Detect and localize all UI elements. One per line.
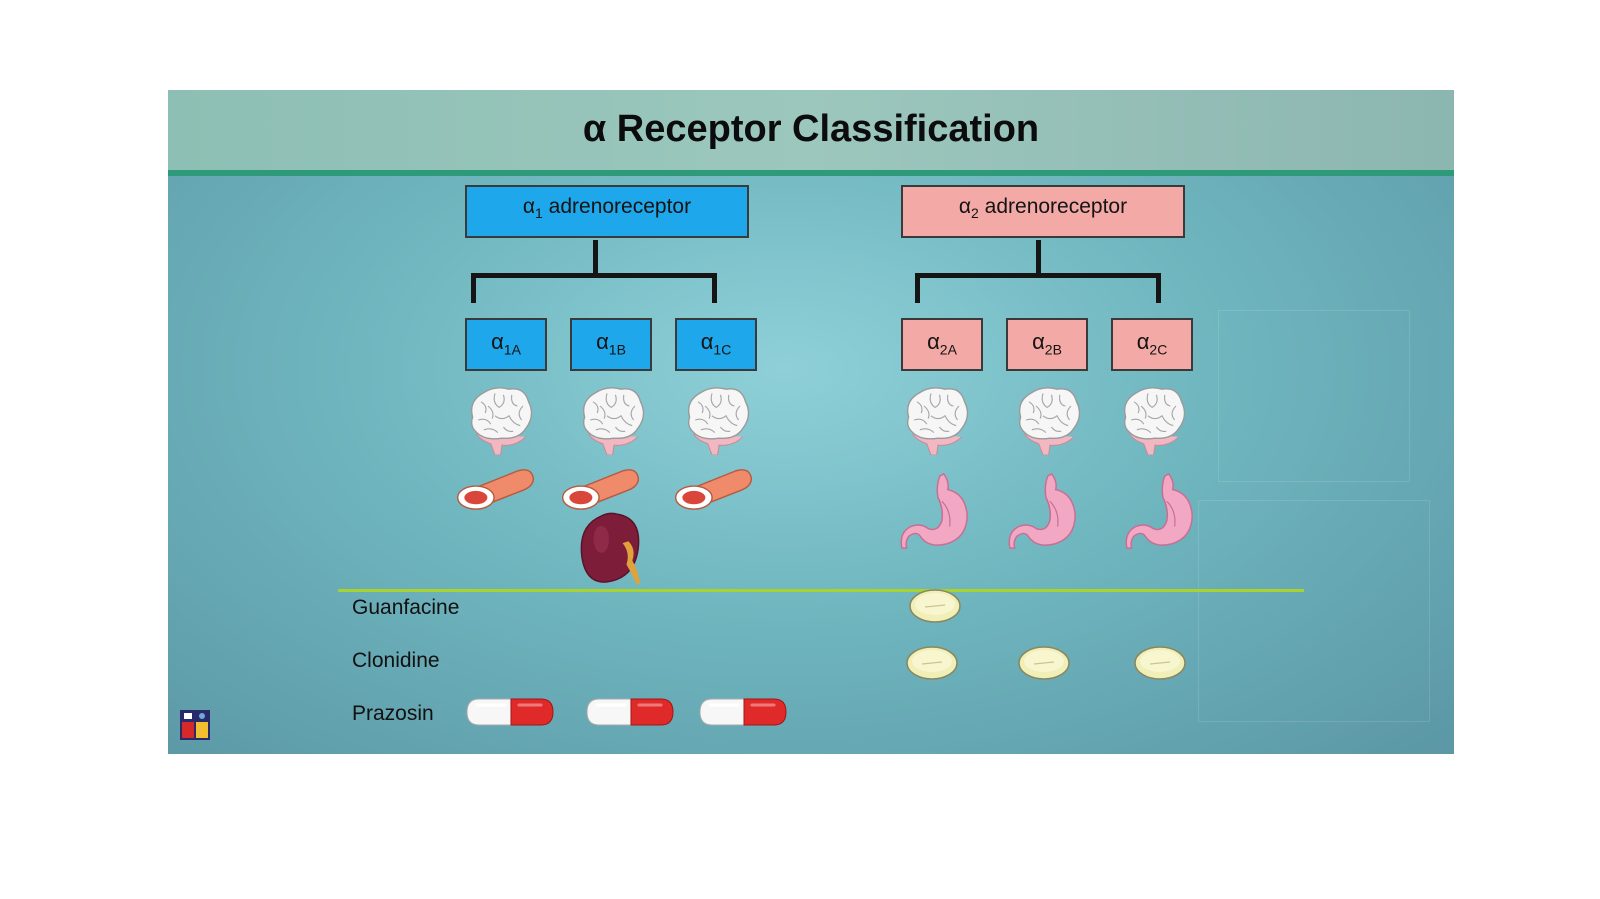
alpha-symbol: α [700,329,714,354]
capsule-icon [698,697,788,727]
tablet-icon [906,646,958,680]
header-divider [168,170,1454,176]
tablet-icon [1134,646,1186,680]
alpha2-adrenoreceptor-box: α2 adrenoreceptor [901,185,1185,238]
brain-icon [687,387,750,455]
tablet-icon [1018,646,1070,680]
alpha2b-box: α2B [1006,318,1088,371]
tree-connector [471,273,717,278]
alpha2c-box: α2C [1111,318,1193,371]
alpha2-label: adrenoreceptor [978,195,1128,218]
tree-connector [915,273,920,303]
tree-connector [1036,240,1041,278]
drug-section-divider [338,589,1304,592]
brain-icon [582,387,645,455]
alpha-symbol: α [596,329,609,354]
slide-header: α Receptor Classification [168,90,1454,176]
stomach-icon [1125,473,1193,549]
alpha1b-box: α1B [570,318,652,371]
capsule-icon [585,697,675,727]
subtype-subscript: 2C [1149,341,1168,358]
slide-title: α Receptor Classification [582,108,1040,150]
alpha-symbol: α [522,195,536,218]
blood-vessel-icon [456,469,535,510]
brain-icon [1018,387,1081,455]
stomach-icon [1008,473,1076,549]
brain-icon [1123,387,1186,455]
alpha-symbol: α [958,195,972,218]
alpha-symbol: α [927,329,940,354]
subtype-subscript: 2B [1044,341,1062,358]
drug-label-prazosin: Prazosin [352,702,434,725]
subtype-subscript: 2A [939,341,957,358]
alpha-symbol: α [491,329,504,354]
logo-icon [180,710,210,740]
alpha1-subscript: 1 [535,205,543,222]
alpha1-label: adrenoreceptor [542,195,692,218]
slide: α Receptor Classification α1 adrenorecep… [168,90,1454,754]
alpha1a-box: α1A [465,318,547,371]
alpha2a-box: α2A [901,318,983,371]
tree-connector [471,273,476,303]
decorative-frame [1198,500,1430,722]
drug-label-guanfacine: Guanfacine [352,596,460,619]
alpha1c-box: α1C [675,318,757,371]
brain-icon [906,387,969,455]
alpha1-adrenoreceptor-box: α1 adrenoreceptor [465,185,749,238]
drug-label-clonidine: Clonidine [352,649,440,672]
stomach-icon [900,473,968,549]
subtype-subscript: 1C [713,341,732,358]
capsule-icon [465,697,555,727]
alpha-symbol: α [1136,329,1150,354]
tree-connector [1156,273,1161,303]
tree-connector [915,273,1161,278]
blood-vessel-icon [561,469,640,510]
alpha-symbol: α [1032,329,1045,354]
brain-icon [470,387,533,455]
kidney-icon [580,512,641,585]
alpha2-subscript: 2 [971,205,979,222]
tree-connector [712,273,717,303]
tree-connector [593,240,598,278]
blood-vessel-icon [674,469,753,510]
subtype-subscript: 1B [608,341,626,358]
decorative-frame [1218,310,1410,482]
subtype-subscript: 1A [503,341,521,358]
tablet-icon [909,589,961,623]
